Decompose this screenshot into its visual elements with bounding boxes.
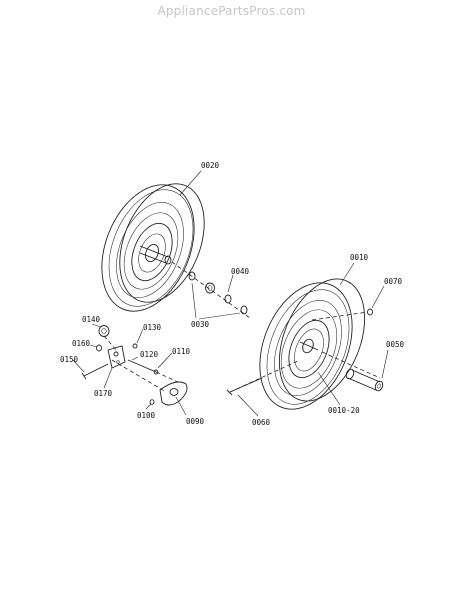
label-0060: 0060: [252, 418, 271, 427]
left-wheel: [101, 183, 205, 312]
watermark: AppliancePartsPros.com: [157, 4, 306, 18]
label-0120: 0120: [140, 350, 159, 359]
label-0070: 0070: [384, 277, 403, 286]
left-hardware-group: [81, 325, 188, 406]
axle-line-0060: [229, 359, 301, 393]
right-wheel: [259, 278, 366, 410]
label-0110: 0110: [172, 347, 191, 356]
label-0100: 0100: [137, 411, 156, 420]
label-0050: 0050: [386, 340, 405, 349]
label-0130: 0130: [143, 323, 162, 332]
label-0160: 0160: [72, 339, 91, 348]
label-0150: 0150: [60, 355, 79, 364]
leader-lines: [72, 170, 389, 417]
label-0010-20: 0010-20: [328, 406, 360, 415]
axle-line-0050: [321, 351, 381, 379]
part-0070-nut: [367, 308, 373, 316]
label-0090: 0090: [186, 417, 205, 426]
label-0040: 0040: [231, 267, 250, 276]
washers-0030-0040: [171, 261, 251, 319]
label-0170: 0170: [94, 389, 113, 398]
label-0140: 0140: [82, 315, 101, 324]
part-0050-tube: [345, 368, 384, 392]
label-0010: 0010: [350, 253, 369, 262]
part-0060-bolt: [226, 377, 263, 396]
axle-line-0070: [311, 311, 369, 321]
label-0030: 0030: [191, 320, 210, 329]
part-labels: 0020 0040 0030 0010 0070 0050 0010-20 00…: [60, 161, 405, 427]
label-0020: 0020: [201, 161, 220, 170]
